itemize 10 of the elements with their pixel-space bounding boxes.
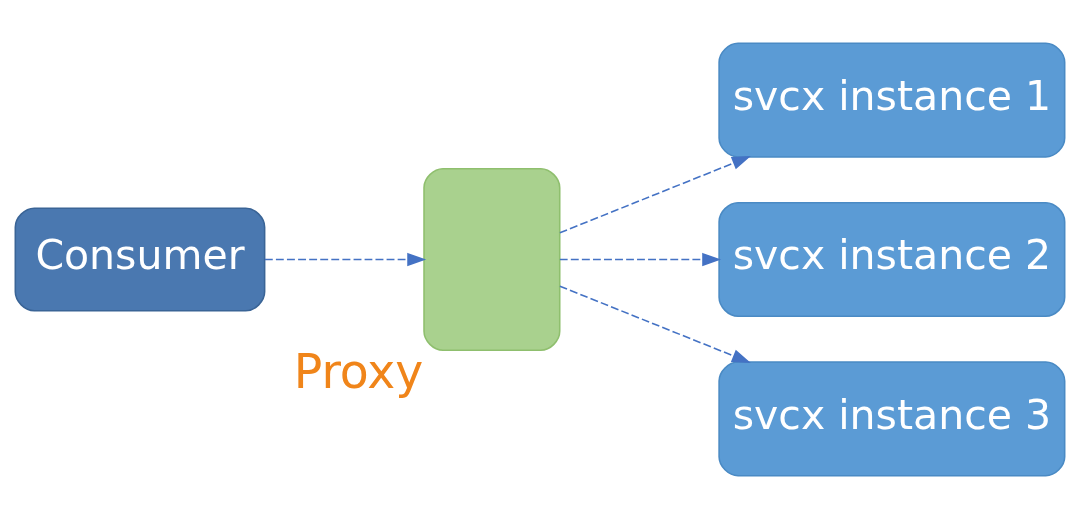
arrow [264, 252, 427, 266]
arrow [559, 284, 751, 363]
arrow [559, 155, 751, 234]
node-box: Consumer [14, 206, 266, 312]
arrow [559, 252, 722, 266]
node-box [423, 167, 561, 351]
node-box: svcx instance 3 [718, 360, 1066, 476]
node-box: svcx instance 2 [718, 201, 1066, 317]
node-box: svcx instance 1 [718, 42, 1066, 158]
node-label: Proxy [293, 343, 424, 399]
